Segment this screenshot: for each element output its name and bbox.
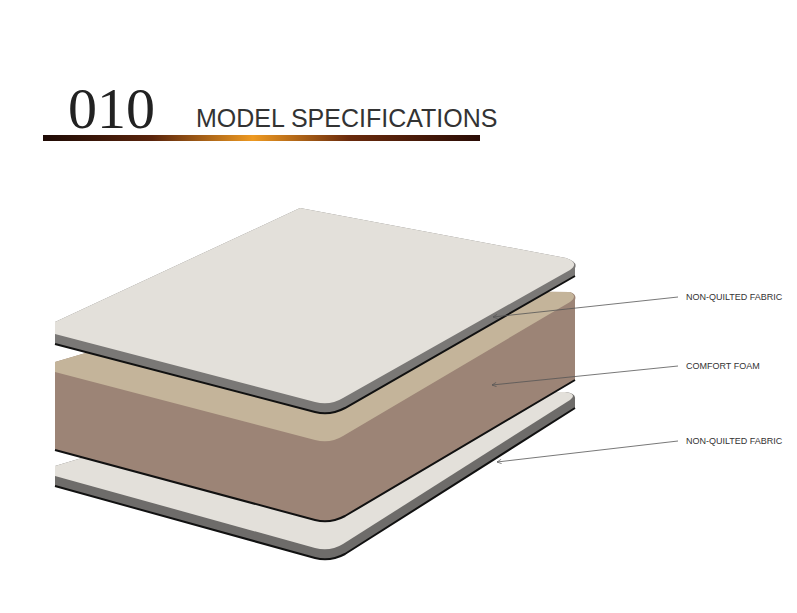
part-label: NON-QUILTED FABRIC — [686, 437, 782, 446]
part-label: NON-QUILTED FABRIC — [686, 293, 782, 302]
leader-line — [493, 297, 678, 317]
leader-line — [497, 441, 678, 462]
top-fabric — [55, 208, 576, 413]
title-text: MODEL SPECIFICATIONS — [196, 106, 497, 131]
model-number: 010 — [68, 80, 155, 138]
leader-lines — [492, 297, 678, 462]
part-label: COMFORT FOAM — [686, 362, 760, 371]
leader-line — [492, 366, 678, 385]
